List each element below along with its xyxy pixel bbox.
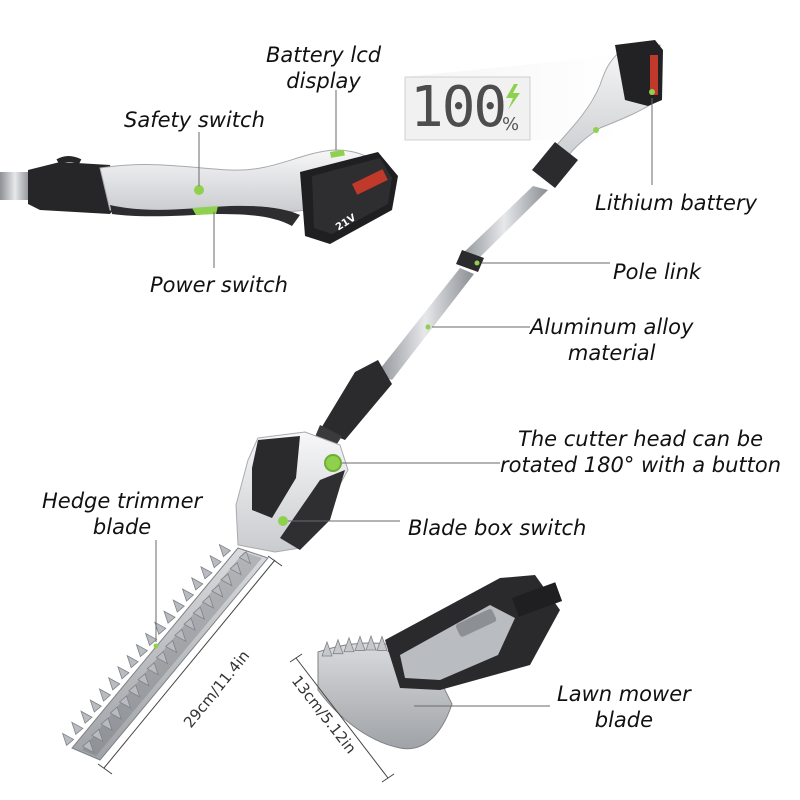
- hedge-tooth: [71, 721, 84, 736]
- label-cutter-head-line1: The cutter head can be: [518, 427, 764, 451]
- hedge-tooth: [108, 677, 121, 691]
- hedge-tooth: [172, 599, 185, 613]
- hedge-tooth: [181, 588, 195, 602]
- main-tool: [235, 40, 663, 553]
- lawn-tooth: [321, 640, 333, 657]
- label-aluminum-line2: material: [567, 341, 656, 365]
- hedge-tooth: [137, 673, 150, 687]
- label-lawn-blade: Lawn mower blade: [557, 681, 691, 733]
- label-safety-switch: Safety switch: [124, 108, 265, 132]
- label-lawn-blade-line1: Lawn mower: [557, 682, 691, 706]
- label-cutter-head: The cutter head can be rotated 180° with…: [500, 426, 781, 478]
- label-hedge-blade: Hedge trimmer blade: [42, 488, 202, 540]
- lawn-tooth: [365, 634, 377, 651]
- lawn-blade: [317, 575, 563, 750]
- hedge-tooth: [89, 699, 102, 713]
- hedge-tooth: [146, 661, 159, 676]
- hedge-tooth: [154, 621, 167, 636]
- lawn-tooth: [332, 638, 344, 655]
- hedge-tooth: [192, 606, 205, 620]
- hedge-tooth: [218, 543, 232, 558]
- label-hedge-blade-line1: Hedge trimmer: [42, 489, 203, 513]
- label-pole-link: Pole link: [613, 260, 702, 284]
- hedge-tooth: [118, 695, 132, 709]
- hedge-tooth: [183, 617, 196, 632]
- leader-lines: [155, 90, 653, 707]
- hedge-tooth: [220, 573, 233, 587]
- label-battery-lcd-line2: display: [286, 69, 361, 93]
- hedge-tooth: [174, 628, 187, 643]
- label-blade-box-switch: Blade box switch: [408, 516, 587, 540]
- hedge-tooth: [98, 688, 112, 702]
- hedge-tooth: [229, 561, 242, 576]
- label-battery-lcd: Battery lcd display: [266, 42, 381, 94]
- hedge-tooth: [81, 739, 95, 754]
- hedge-tooth: [117, 665, 130, 680]
- hedge-tooth: [128, 684, 141, 698]
- hedge-tooth: [135, 643, 149, 658]
- hedge-tooth: [209, 554, 222, 569]
- hedge-tooth: [155, 650, 169, 665]
- hedge-tooth: [164, 639, 178, 654]
- hedge-tooth: [163, 610, 176, 624]
- label-power-switch: Power switch: [150, 273, 288, 297]
- hedge-tooth: [91, 728, 104, 743]
- lcd-value: 100: [410, 75, 507, 140]
- hedge-tooth: [80, 710, 93, 724]
- label-lithium-battery: Lithium battery: [595, 191, 758, 215]
- hedge-tooth: [238, 550, 252, 565]
- hedge-tooth: [126, 654, 139, 669]
- lawn-tooth: [354, 635, 366, 651]
- label-aluminum-line1: Aluminum alloy: [530, 315, 694, 339]
- lawn-tooth: [343, 636, 355, 653]
- label-cutter-head-line2: rotated 180° with a button: [500, 453, 782, 477]
- lightning-bolt-icon: [506, 84, 520, 110]
- hedge-tooth: [211, 584, 224, 598]
- hedge-blade: [61, 543, 269, 761]
- hedge-tooth: [109, 706, 122, 720]
- dimension-lines: [97, 555, 395, 783]
- hedge-tooth: [100, 717, 113, 732]
- hedge-tooth: [191, 577, 204, 591]
- lawn-tooth: [376, 635, 388, 651]
- hedge-tooth: [61, 732, 75, 747]
- hedge-tooth: [200, 565, 213, 580]
- label-hedge-blade-line2: blade: [92, 515, 152, 539]
- lcd-unit: %: [502, 114, 520, 135]
- handle-inset: [0, 149, 398, 244]
- hedge-tooth: [201, 595, 215, 609]
- lcd-callout: [404, 55, 620, 141]
- label-lawn-blade-line2: blade: [594, 708, 654, 732]
- label-aluminum: Aluminum alloy material: [530, 314, 693, 366]
- hedge-tooth: [144, 632, 158, 647]
- label-battery-lcd-line1: Battery lcd: [266, 43, 382, 67]
